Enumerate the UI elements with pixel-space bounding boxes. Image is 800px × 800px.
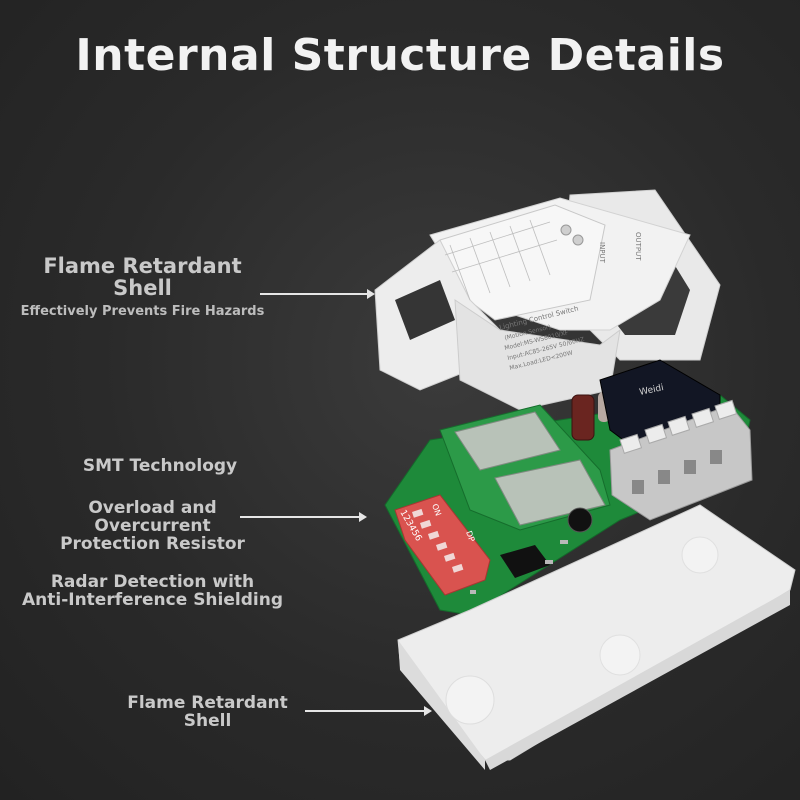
- dip-on-label: ON: [430, 503, 443, 518]
- terminal-block: [609, 399, 753, 521]
- circuit-board: ON DP 123456 Weidi: [384, 359, 753, 616]
- page-title: Internal Structure Details: [75, 30, 725, 81]
- smt-label: SMT Technology: [82, 456, 238, 476]
- top-shell-title: Flame Retardant Shell: [43, 254, 242, 301]
- dip-switch: ON DP 123456: [394, 494, 491, 596]
- top-shell: Lighting Control Switch (Motion Sensor) …: [374, 189, 721, 411]
- overload-label: Overload and Overcurrent Protection Resi…: [60, 498, 245, 554]
- bottom-shell-label: Flame Retardant Shell: [127, 693, 288, 731]
- input-marking: INPUT: [598, 242, 606, 264]
- top-shell-arrow: [260, 289, 375, 299]
- output-marking: OUTPUT: [634, 232, 642, 261]
- bottom-shell: [397, 504, 796, 770]
- dip-dp-label: DP: [464, 530, 476, 544]
- radar-label: Radar Detection with Anti-Interference S…: [21, 572, 283, 610]
- top-shell-subtitle: Effectively Prevents Fire Hazards: [20, 304, 265, 319]
- overload-arrow: [240, 512, 367, 522]
- bottom-shell-arrow: [305, 706, 432, 716]
